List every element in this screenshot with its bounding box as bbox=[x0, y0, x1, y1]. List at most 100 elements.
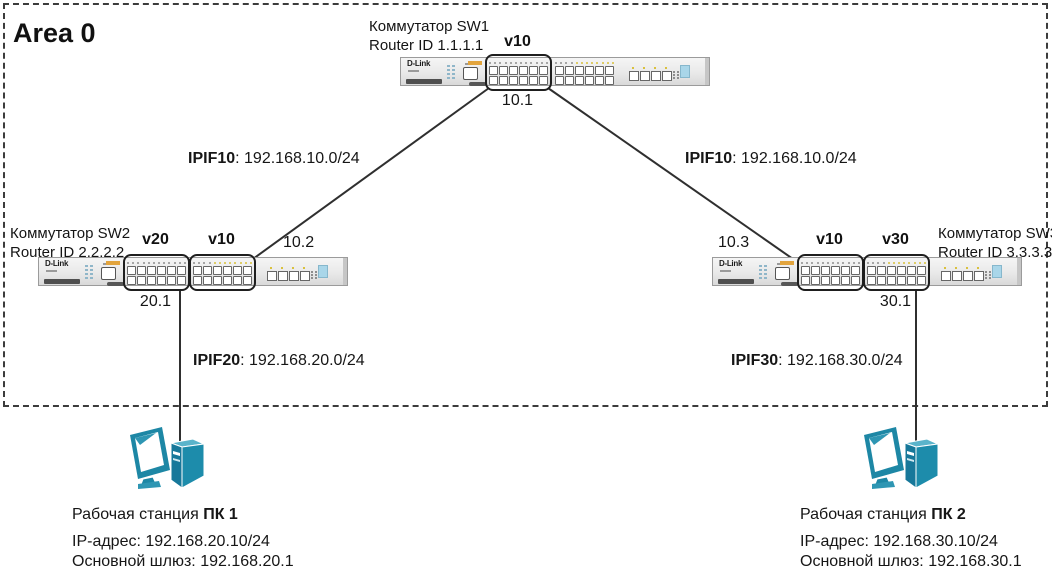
sw3-name: Коммутатор SW3 bbox=[938, 225, 1052, 242]
pc1-gateway: Основной шлюз: 192.168.20.1 bbox=[72, 553, 294, 570]
mode-tag bbox=[780, 261, 794, 265]
led-column bbox=[85, 265, 93, 279]
pc1-ip: IP-адрес: 192.168.20.10/24 bbox=[72, 533, 270, 550]
port-group-2 bbox=[867, 262, 926, 285]
ipif20-label: IPIF20: 192.168.20.0/24 bbox=[193, 352, 365, 370]
dlink-logo: D-Link bbox=[45, 259, 69, 268]
sw3-vlan-v30-label: v30 bbox=[882, 231, 909, 248]
rj45-ports bbox=[127, 266, 186, 285]
ipif10-right-label: IPIF10: 192.168.10.0/24 bbox=[685, 150, 857, 168]
sfp-leds bbox=[270, 267, 305, 269]
switch-sw2-image: D-Link bbox=[38, 254, 348, 291]
sw3-router-id: Router ID 3.3.3.3 bbox=[938, 244, 1052, 261]
mode-tag bbox=[106, 261, 120, 265]
port-led-row bbox=[127, 262, 186, 264]
reset-button bbox=[469, 82, 486, 86]
pc1-info: Рабочая станция ПК 1 IP-адрес: 192.168.2… bbox=[72, 505, 294, 572]
ipif30-name: IPIF30 bbox=[731, 352, 779, 369]
switch-sw1-image: D-Link bbox=[400, 54, 710, 91]
chassis-edge bbox=[343, 258, 347, 285]
pc2-workstation-icon bbox=[864, 427, 940, 489]
link-sw1-sw3 bbox=[547, 87, 804, 267]
sw2-header: Коммутатор SW2 Router ID 2.2.2.2 bbox=[10, 224, 130, 262]
pc2-ip: IP-адрес: 192.168.30.10/24 bbox=[800, 533, 998, 550]
pc1-title: Рабочая станция ПК 1 bbox=[72, 506, 238, 523]
port-led-row bbox=[801, 262, 860, 264]
sw1-v10-port-outline bbox=[485, 54, 552, 91]
pc1-name: ПК 1 bbox=[203, 506, 238, 523]
sw1-port-10-1: 10.1 bbox=[501, 92, 534, 109]
model-label bbox=[44, 279, 80, 284]
pc2-info: Рабочая станция ПК 2 IP-адрес: 192.168.3… bbox=[800, 505, 1022, 572]
pc2-name: ПК 2 bbox=[931, 506, 966, 523]
ipif30-subnet: : 192.168.30.0/24 bbox=[778, 352, 903, 369]
sw1-vlan-label: v10 bbox=[504, 33, 531, 50]
sw3-v10-port-outline bbox=[797, 254, 864, 291]
mode-tag bbox=[468, 61, 482, 65]
ipif20-subnet: : 192.168.20.0/24 bbox=[240, 352, 365, 369]
logo-subtext bbox=[408, 70, 419, 72]
port-led-row bbox=[867, 262, 926, 264]
sw2-v10-port-outline bbox=[189, 254, 256, 291]
area0-boundary bbox=[3, 3, 1048, 407]
model-label bbox=[718, 279, 754, 284]
sfp-ports bbox=[267, 271, 310, 281]
port-group-1 bbox=[127, 262, 186, 285]
chassis-edge bbox=[705, 58, 709, 85]
blue-tag bbox=[318, 265, 328, 278]
area-title: Area 0 bbox=[13, 18, 96, 48]
console-port bbox=[463, 67, 478, 80]
status-leds bbox=[985, 271, 991, 279]
ipif10-left-label: IPIF10: 192.168.10.0/24 bbox=[188, 150, 360, 168]
pc2-gateway: Основной шлюз: 192.168.30.1 bbox=[800, 553, 1022, 570]
port-led-row bbox=[489, 62, 548, 64]
pc2-title: Рабочая станция ПК 2 bbox=[800, 506, 966, 523]
rj45-ports bbox=[801, 266, 860, 285]
dlink-logo: D-Link bbox=[407, 59, 431, 68]
sw2-port-20-1: 20.1 bbox=[139, 293, 172, 310]
port-group-1 bbox=[489, 62, 548, 85]
rj45-ports bbox=[193, 266, 252, 285]
led-column bbox=[447, 65, 455, 79]
chassis-edge bbox=[1017, 258, 1021, 285]
console-port bbox=[775, 267, 790, 280]
ipif20-name: IPIF20 bbox=[193, 352, 241, 369]
reset-button bbox=[781, 282, 798, 286]
status-leds bbox=[673, 71, 679, 79]
sfp-leds bbox=[632, 67, 667, 69]
sw2-vlan-v20-label: v20 bbox=[142, 231, 169, 248]
port-group-2 bbox=[555, 62, 614, 85]
ipif10-left-subnet: : 192.168.10.0/24 bbox=[235, 150, 360, 167]
ipif10-right-subnet: : 192.168.10.0/24 bbox=[732, 150, 857, 167]
sw1-header: Коммутатор SW1 Router ID 1.1.1.1 bbox=[369, 17, 489, 55]
link-sw1-sw2 bbox=[245, 87, 490, 265]
sw2-vlan-v10-label: v10 bbox=[208, 231, 235, 248]
console-port bbox=[101, 267, 116, 280]
logo-subtext bbox=[720, 270, 731, 272]
sw3-v30-port-outline bbox=[863, 254, 930, 291]
sw2-v20-port-outline bbox=[123, 254, 190, 291]
model-label bbox=[406, 79, 442, 84]
logo-subtext bbox=[46, 270, 57, 272]
port-group-2 bbox=[193, 262, 252, 285]
status-leds bbox=[311, 271, 317, 279]
sfp-leds bbox=[944, 267, 979, 269]
blue-tag bbox=[992, 265, 1002, 278]
sw2-router-id: Router ID 2.2.2.2 bbox=[10, 244, 125, 261]
ipif10-left-name: IPIF10 bbox=[188, 150, 236, 167]
rj45-ports bbox=[867, 266, 926, 285]
sfp-ports bbox=[629, 71, 672, 81]
sw1-name: Коммутатор SW1 bbox=[369, 18, 490, 35]
rj45-ports bbox=[489, 66, 548, 85]
port-group-1 bbox=[801, 262, 860, 285]
sfp-ports bbox=[941, 271, 984, 281]
sw1-router-id: Router ID 1.1.1.1 bbox=[369, 37, 484, 54]
sw3-port-30-1: 30.1 bbox=[879, 293, 912, 310]
ipif30-label: IPIF30: 192.168.30.0/24 bbox=[731, 352, 903, 370]
blue-tag bbox=[680, 65, 690, 78]
reset-button bbox=[107, 282, 124, 286]
ipif10-right-name: IPIF10 bbox=[685, 150, 733, 167]
pc1-workstation-icon bbox=[130, 427, 206, 489]
sw3-vlan-v10-label: v10 bbox=[816, 231, 843, 248]
